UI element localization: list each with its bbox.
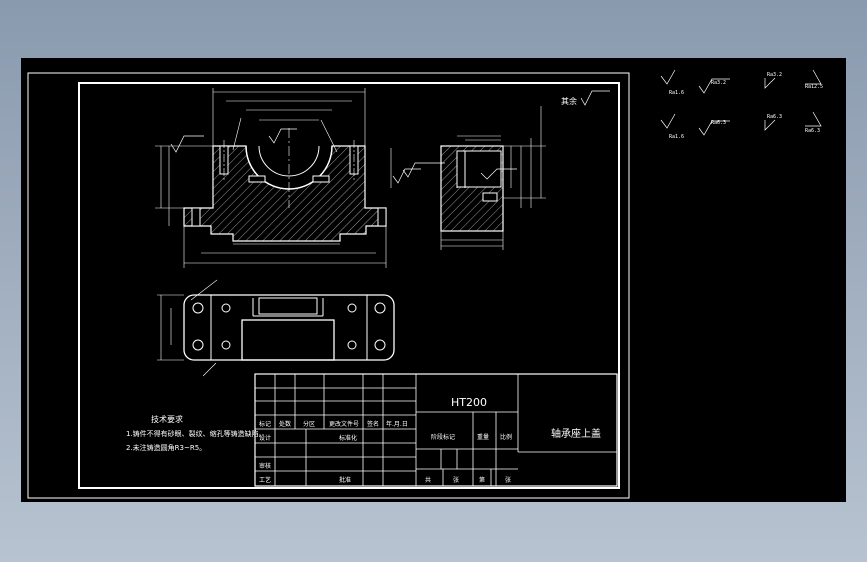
cad-drawing: HT200 轴承座上盖 技术要求 1.铸件不得有砂眼、裂纹、缩孔等铸造缺陷。 2… xyxy=(27,69,823,499)
tb-design: 设计 xyxy=(259,434,271,442)
side-view xyxy=(402,106,546,250)
tb-process: 工艺 xyxy=(259,476,271,484)
drawing-canvas[interactable]: HT200 轴承座上盖 技术要求 1.铸件不得有砂眼、裂纹、缩孔等铸造缺陷。 2… xyxy=(21,58,846,502)
material-text: HT200 xyxy=(451,396,487,409)
legend-0: Ra1.6 xyxy=(669,90,684,96)
tech-req-title: 技术要求 xyxy=(151,414,183,424)
legend-3: Ra12.5 xyxy=(805,84,823,90)
tb-review: 审核 xyxy=(259,462,271,470)
other-roughness-label: 其余 xyxy=(561,96,577,106)
tb-sig-2: 分区 xyxy=(303,420,315,428)
tb-standardize: 标准化 xyxy=(339,434,357,442)
tb-sheet-3: 张 xyxy=(505,476,511,484)
tb-weight: 重量 xyxy=(477,433,489,441)
inner-border xyxy=(78,82,620,489)
part-name-text: 轴承座上盖 xyxy=(551,427,601,440)
tb-sheet-1: 张 xyxy=(453,476,459,484)
legend-4: Ra1.6 xyxy=(669,134,684,140)
tech-req-item-1: 1.铸件不得有砂眼、裂纹、缩孔等铸造缺陷。 xyxy=(126,429,266,438)
tech-req-item-2: 2.未注铸造圆角R3~R5。 xyxy=(126,443,206,452)
roughness-legend xyxy=(660,69,822,136)
tb-scale: 比例 xyxy=(500,433,512,441)
tb-stage-mark: 阶段标记 xyxy=(431,433,455,441)
front-view xyxy=(155,88,421,268)
legend-7: Ra6.3 xyxy=(805,128,820,134)
tb-sheet-2: 第 xyxy=(479,476,485,484)
tb-sig-5: 年.月.日 xyxy=(386,420,408,428)
outer-border xyxy=(27,72,630,499)
legend-1: Ra3.2 xyxy=(711,80,726,86)
top-view xyxy=(157,279,395,377)
tb-sheet-0: 共 xyxy=(425,476,431,484)
tb-sig-1: 处数 xyxy=(279,420,291,428)
legend-2: Ra3.2 xyxy=(767,72,782,78)
tb-sig-0: 标记 xyxy=(259,420,271,428)
tb-sig-3: 更改文件号 xyxy=(329,420,359,428)
tb-approve: 批准 xyxy=(339,476,351,484)
legend-5: Ra6.3 xyxy=(711,120,726,126)
tb-sig-4: 签名 xyxy=(367,420,379,428)
title-block xyxy=(254,373,618,487)
legend-6: Ra6.3 xyxy=(767,114,782,120)
